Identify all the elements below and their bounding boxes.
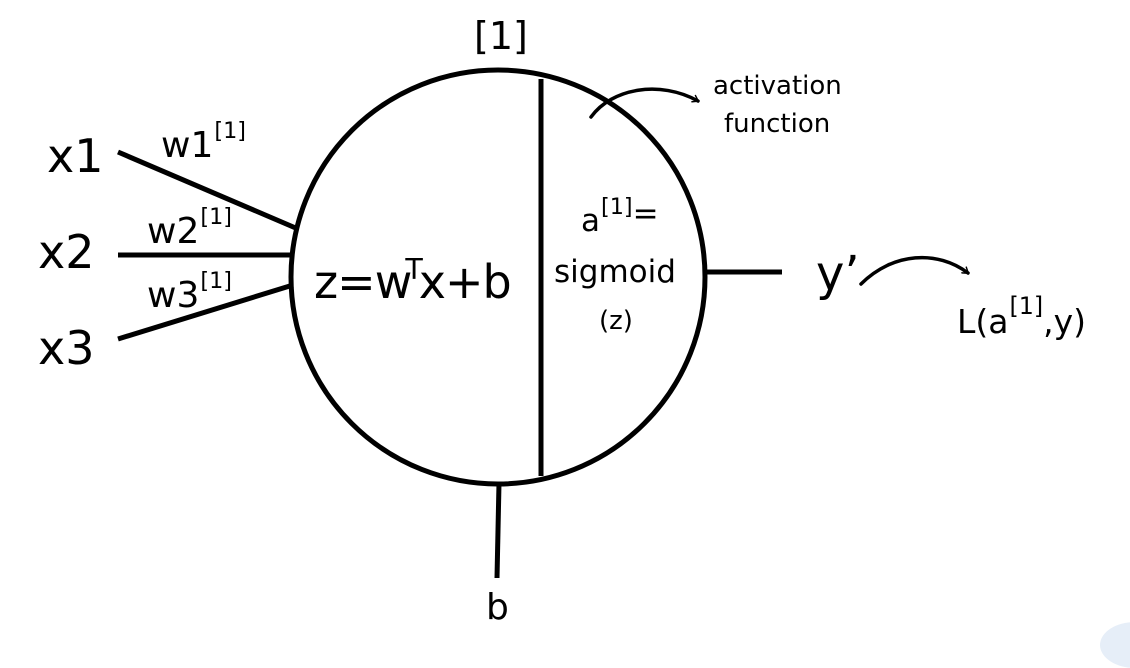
- loss-post: ,y): [1043, 302, 1087, 341]
- activation-eq-line3: (z): [599, 306, 633, 336]
- linear-eq-sup: T: [405, 253, 422, 287]
- weight-w1-sup: [1]: [214, 118, 246, 145]
- loss-sup: [1]: [1009, 292, 1044, 320]
- bias-label: b: [486, 587, 509, 628]
- input-label-x3: x3: [38, 321, 95, 375]
- weight-w2-text: w2: [147, 211, 200, 252]
- loss-pre: L(a: [957, 302, 1009, 341]
- activation-annotation-line2: function: [724, 109, 831, 139]
- weight-w1-text: w1: [161, 125, 214, 166]
- activation-eq-line2: sigmoid: [554, 254, 676, 290]
- input-edge-x3: [117, 282, 294, 342]
- linear-eq-pre: z=w: [314, 255, 412, 309]
- weight-w3-sup: [1]: [200, 268, 232, 295]
- linear-eq-post: x+b: [418, 255, 512, 309]
- loss-label: L(a[1],y): [957, 294, 1087, 341]
- neuron-diagram: [117, 67, 970, 579]
- bias-edge: [494, 482, 502, 579]
- linear-equation: z=wTx+b: [314, 256, 512, 305]
- activation-a-sup: [1]: [601, 194, 633, 221]
- input-label-x2: x2: [38, 225, 95, 279]
- weight-w3-text: w3: [147, 275, 200, 316]
- weight-label-w3: w3[1]: [147, 270, 232, 316]
- input-edge-x1: [117, 149, 299, 232]
- activation-a: a: [581, 203, 600, 239]
- input-label-x1: x1: [47, 129, 104, 183]
- activation-annotation-line1: activation: [713, 71, 842, 101]
- weight-label-w1: w1[1]: [161, 120, 246, 166]
- weight-label-w2: w2[1]: [147, 206, 232, 252]
- loss-arrow: [859, 255, 970, 286]
- activation-eq-line1: a[1]=: [581, 196, 659, 239]
- activation-arrow: [589, 87, 700, 119]
- weight-w2-sup: [1]: [200, 204, 232, 231]
- activation-equals: =: [632, 196, 659, 232]
- layer-label: [1]: [474, 14, 528, 58]
- output-label: y’: [816, 246, 860, 302]
